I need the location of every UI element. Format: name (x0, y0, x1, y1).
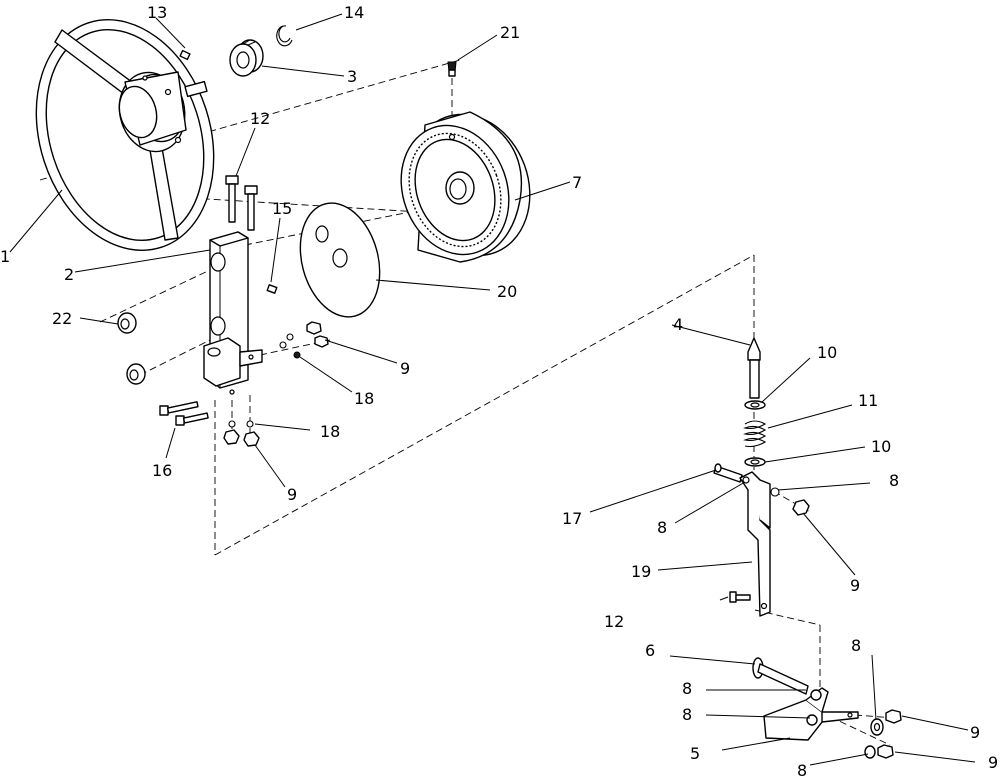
spring-assembly (743, 400, 767, 467)
drum (400, 111, 531, 263)
leader-lines (9, 13, 976, 766)
disc (299, 202, 381, 318)
callout-8-e: 8 (682, 705, 692, 724)
nuts-washers-bracket (223, 321, 329, 447)
callout-2: 2 (64, 265, 74, 284)
callout-18-b: 18 (320, 422, 340, 441)
callout-10-b: 10 (871, 437, 891, 456)
callout-12-a: 12 (250, 109, 270, 128)
circlip (276, 25, 293, 47)
callout-5: 5 (690, 744, 700, 763)
lever-arm (713, 463, 810, 617)
callout-14: 14 (344, 3, 364, 22)
bracket (203, 231, 263, 395)
callout-9-a: 9 (400, 359, 410, 378)
callout-16: 16 (152, 461, 172, 480)
callout-8-c: 8 (851, 636, 861, 655)
nuts-washers-lower (864, 709, 902, 759)
callout-9-d: 9 (970, 723, 980, 742)
callout-9-c: 9 (850, 576, 860, 595)
bushings (117, 312, 146, 385)
callout-6: 6 (645, 641, 655, 660)
small-key (266, 284, 278, 294)
callout-labels: 1 2 3 4 5 6 7 8 8 8 8 8 8 9 9 9 9 9 10 1… (0, 3, 998, 780)
callout-18-a: 18 (354, 389, 374, 408)
callout-12-b: 12 (604, 612, 624, 631)
steering-wheel (35, 19, 215, 251)
callout-15: 15 (272, 199, 292, 218)
key-part (179, 49, 191, 61)
callout-4: 4 (673, 315, 683, 334)
callout-11: 11 (858, 391, 878, 410)
callout-3: 3 (347, 67, 357, 86)
callout-20: 20 (497, 282, 517, 301)
hub-gear (229, 39, 264, 77)
grease-nipple (447, 61, 457, 77)
callout-1: 1 (0, 247, 10, 266)
callout-22: 22 (52, 309, 72, 328)
callout-9-b: 9 (287, 485, 297, 504)
shaft (752, 657, 809, 695)
callout-10-a: 10 (817, 343, 837, 362)
callout-8-b: 8 (657, 518, 667, 537)
callout-8-f: 8 (797, 761, 807, 780)
callout-13: 13 (147, 3, 167, 22)
callout-9-e: 9 (988, 753, 998, 772)
pin (747, 337, 761, 399)
callout-19: 19 (631, 562, 651, 581)
u-bracket (763, 687, 859, 741)
callout-7: 7 (572, 173, 582, 192)
callout-8-d: 8 (682, 679, 692, 698)
bolts-upper (225, 175, 258, 231)
callout-21: 21 (500, 23, 520, 42)
callout-8-a: 8 (889, 471, 899, 490)
callout-17: 17 (562, 509, 582, 528)
bolts-lower (159, 401, 209, 426)
